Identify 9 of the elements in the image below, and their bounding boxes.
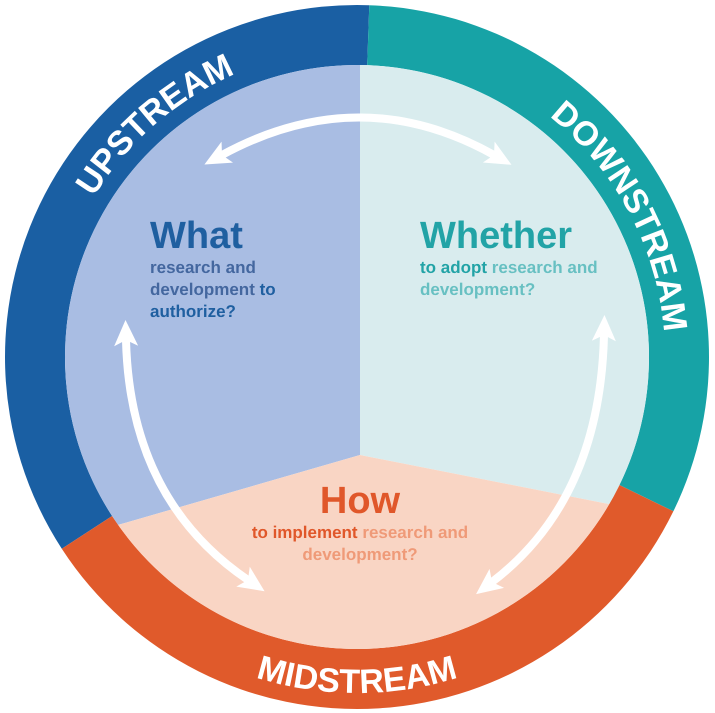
heading: What [150, 215, 243, 257]
question-text: research and development to authorize? [150, 257, 277, 323]
heading: How [320, 480, 400, 522]
double-arrow [114, 320, 264, 592]
double-arrow [476, 315, 616, 595]
question-text: to implement research and development? [250, 522, 470, 566]
double-arrow [204, 114, 512, 164]
ring-segment [62, 485, 674, 709]
band-label: MIDSTREAM [253, 648, 461, 702]
